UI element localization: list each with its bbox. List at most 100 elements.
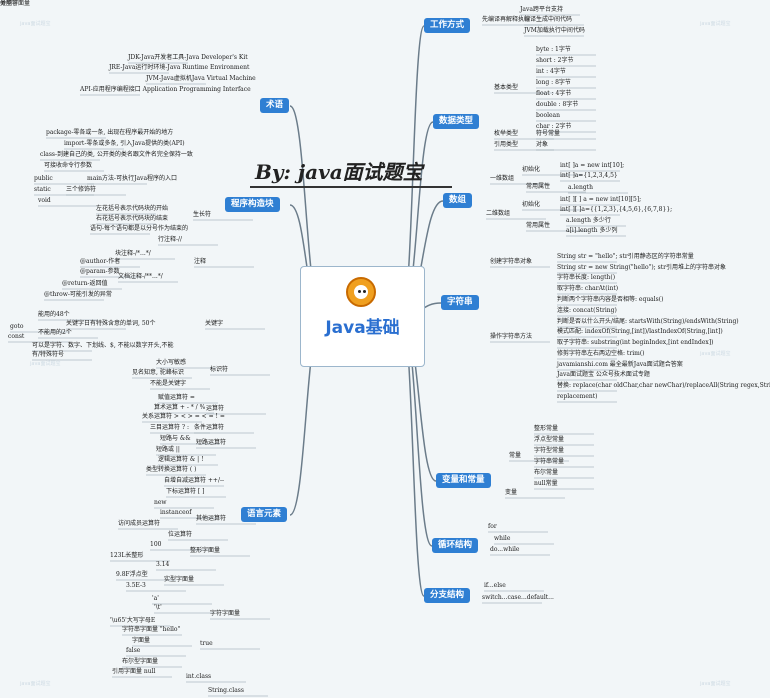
leaf-label: JVM-Java虚拟机Java Virtual Machine <box>146 75 256 82</box>
leaf-label: JRE-Java运行时环境-Java Runtime Environment <box>109 64 250 71</box>
leaf-label: 三个修饰符 <box>66 186 97 193</box>
leaf-label: 'a' <box>152 595 159 602</box>
leaf-label: double : 8字节 <box>536 101 579 108</box>
leaf-label: 关键字日有特殊含意的单词, 50个 <box>66 320 156 327</box>
leaf-label: 123L长整形 <box>110 552 144 559</box>
leaf-label: 9.8F浮点型 <box>116 571 148 578</box>
leaf-label: goto <box>10 323 24 330</box>
topic-loops[interactable]: 循环结构 <box>432 538 479 553</box>
leaf-label: instanceof <box>160 509 192 516</box>
leaf-label: 常用属性 <box>526 183 551 190</box>
leaf-label: public <box>34 175 53 182</box>
topic-work-mode[interactable]: 工作方式 <box>424 18 471 33</box>
leaf-label: main方法-可执行Java程序的入口 <box>87 175 178 182</box>
leaf-label: 浮点型常量 <box>534 436 565 443</box>
leaf-label: false <box>126 647 141 654</box>
leaf-label: 语句-每个语句都是以分号作为结束的 <box>90 225 189 232</box>
leaf-label: 替换: replace(char oldChar,char newChar)/r… <box>557 382 770 389</box>
leaf-label: 类型转换运算符 ( ) <box>146 466 197 473</box>
topic-branches[interactable]: 分支结构 <box>424 588 471 603</box>
watermark-text: java面试题宝 <box>20 21 51 27</box>
topic-terminology[interactable]: 术语 <box>260 98 290 113</box>
leaf-label: 字符串字面量 "hello" <box>122 626 181 633</box>
leaf-label: JDK-Java开发者工具-Java Developer's Kit <box>128 54 248 61</box>
leaf-label: 不能用的2个 <box>38 329 72 336</box>
leaf-label: if...else <box>484 582 506 589</box>
topic-program-blocks[interactable]: 程序构造块 <box>225 197 280 212</box>
leaf-label: int[ ][ ]a={{1,2,3},{4,5,6},{6,7,8}}; <box>560 206 673 213</box>
leaf-label: switch...case...default... <box>482 594 554 601</box>
central-topic[interactable]: Java基础 <box>300 266 425 367</box>
watermark-text: java面试题宝 <box>700 351 731 357</box>
leaf-label: 连接: concat(String) <box>557 307 617 314</box>
leaf-label: 位运算符 <box>168 531 193 538</box>
mascot-logo-icon <box>346 277 376 307</box>
leaf-label: static <box>34 186 51 193</box>
leaf-label: a.length <box>568 184 593 191</box>
leaf-label: float : 4字节 <box>536 90 572 97</box>
leaf-label: 整形常量 <box>534 425 559 432</box>
leaf-label: 先编译再解释执行 <box>482 16 531 23</box>
leaf-label: a[i].length 多少列 <box>566 227 618 234</box>
leaf-label: 字符型常量 <box>534 447 565 454</box>
leaf-label: int.class <box>186 673 212 680</box>
leaf-label: 有/特殊符号 <box>32 351 65 358</box>
leaf-label: boolean <box>536 112 560 119</box>
leaf-label: 布尔型字面量 <box>122 658 159 665</box>
leaf-label: long : 8字节 <box>536 79 571 86</box>
leaf-label: 行注释-// <box>158 236 183 243</box>
leaf-label: 字符串长度: length() <box>557 274 616 281</box>
leaf-label: new <box>154 499 167 506</box>
leaf-label: 判断两个字符串内容是否相等: equals() <box>557 296 664 303</box>
leaf-label: Java跨平台支持 <box>520 6 563 13</box>
leaf-label: String str = "hello"; str引用静态区的字符串常量 <box>557 253 694 260</box>
leaf-label: 右花括号表示代码块的结束 <box>96 215 169 222</box>
leaf-label: short : 2字节 <box>536 57 574 64</box>
leaf-label: 二维数组 <box>486 210 511 217</box>
leaf-label: JVM加载执行中间代码 <box>524 27 585 34</box>
leaf-label: int[ ]a={1,2,3,4,5} <box>560 172 618 179</box>
leaf-label: 标识符 <box>210 366 229 373</box>
leaf-label: API-应用程序编程接口 Application Programming Int… <box>80 86 251 93</box>
leaf-label: 注释 <box>194 258 207 265</box>
leaf-label: 访问成员运算符 <box>118 520 161 527</box>
leaf-label: 短路或 || <box>156 446 180 453</box>
leaf-label: for <box>488 523 497 530</box>
leaf-label: 算术运算 + - * / % <box>154 404 206 411</box>
leaf-label: 常量 <box>509 452 522 459</box>
leaf-label: 短路运算符 <box>196 439 227 446</box>
leaf-label: 下标运算符 [ ] <box>166 488 205 495</box>
topic-language-elements[interactable]: 语言元素 <box>241 507 288 522</box>
leaf-label: 三目运算符 ? : <box>150 424 190 431</box>
leaf-label: while <box>494 535 511 542</box>
topic-string[interactable]: 字符串 <box>441 295 479 310</box>
leaf-label: 引用类型 <box>494 141 519 148</box>
leaf-label: @author-作者 <box>80 258 121 265</box>
leaf-label: 能用的48个 <box>38 311 70 318</box>
leaf-label: 初始化 <box>522 166 541 173</box>
leaf-label: 基本类型 <box>494 84 519 91</box>
leaf-label: 关键字 <box>205 320 224 327</box>
leaf-label: 3.5E-3 <box>126 582 146 589</box>
leaf-label: 运算符 <box>206 405 225 412</box>
leaf-label: @param-参数 <box>80 268 120 275</box>
leaf-label: import-零条或多条, 引入Java提供的类(API) <box>64 140 185 147</box>
leaf-label: 见名知意, 驼峰标识 <box>132 369 184 376</box>
leaf-label: package-零各或一条, 出现在程序最开始的地方 <box>46 129 174 136</box>
leaf-label: null常量 <box>534 480 558 487</box>
watermark-text: java面试题宝 <box>700 681 731 687</box>
topic-data-types[interactable]: 数据类型 <box>433 114 480 129</box>
leaf-label: 变量 <box>505 489 518 496</box>
leaf-label: 一维数组 <box>490 175 515 182</box>
leaf-label: '\u65'大写字母E <box>110 617 156 624</box>
topic-variables-constants[interactable]: 变量和常量 <box>436 473 491 488</box>
leaf-label: @throw-可能引发的异常 <box>44 291 112 298</box>
topic-array[interactable]: 数组 <box>443 193 473 208</box>
leaf-label: 不能是关键字 <box>150 380 187 387</box>
leaf-label: 赋值运算符 = <box>158 394 195 401</box>
leaf-label: const <box>8 333 25 340</box>
leaf-label: 实型字面量 <box>164 576 195 583</box>
leaf-label: 100 <box>150 541 162 548</box>
leaf-label: 可接收命令行参数 <box>44 162 93 169</box>
